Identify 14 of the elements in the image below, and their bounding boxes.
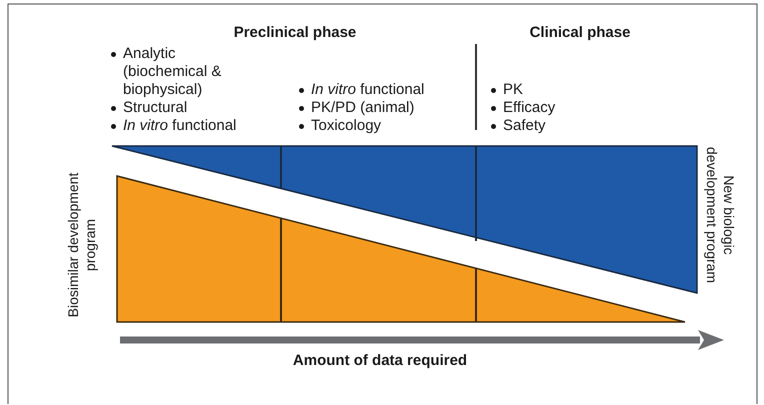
axis-label: Amount of data required xyxy=(292,352,468,370)
phase-heading: Clinical phase xyxy=(528,24,632,42)
list-item: In vitro functional xyxy=(311,81,424,99)
list-item: In vitro functional xyxy=(123,117,236,135)
side-label: New biologic development program xyxy=(703,146,737,286)
list-item: Efficacy xyxy=(503,99,556,117)
list-item: Toxicology xyxy=(311,117,382,135)
list-item: PK xyxy=(503,81,524,99)
list-item: Analytic (biochemical & biophysical) xyxy=(123,45,222,99)
list-item: PK/PD (animal) xyxy=(311,99,414,117)
list-item: Safety xyxy=(503,117,546,135)
side-label: Biosimilar development program xyxy=(65,172,99,320)
phase-heading: Preclinical phase xyxy=(232,24,358,42)
list-item: Structural xyxy=(123,99,188,117)
